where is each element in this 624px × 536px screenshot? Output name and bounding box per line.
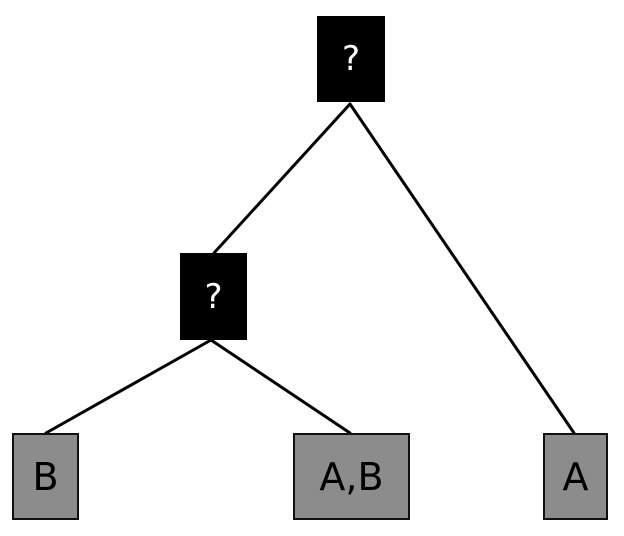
internal-node-label: ? <box>204 276 223 317</box>
edge-root-to-leaf-a <box>348 102 576 435</box>
root-node-label: ? <box>341 39 361 79</box>
leaf-node-ab: A,B <box>293 433 410 520</box>
leaf-node-a-label: A <box>562 454 589 499</box>
leaf-node-a: A <box>543 433 608 520</box>
edge-internal-to-leaf-b <box>44 338 213 435</box>
edge-internal-to-leaf-ab <box>209 338 352 435</box>
leaf-node-b: B <box>12 433 79 520</box>
edge-root-to-internal <box>212 102 352 255</box>
leaf-node-ab-label: A,B <box>319 454 384 499</box>
root-node: ? <box>317 16 385 102</box>
leaf-node-b-label: B <box>32 454 59 499</box>
internal-node: ? <box>180 253 247 340</box>
